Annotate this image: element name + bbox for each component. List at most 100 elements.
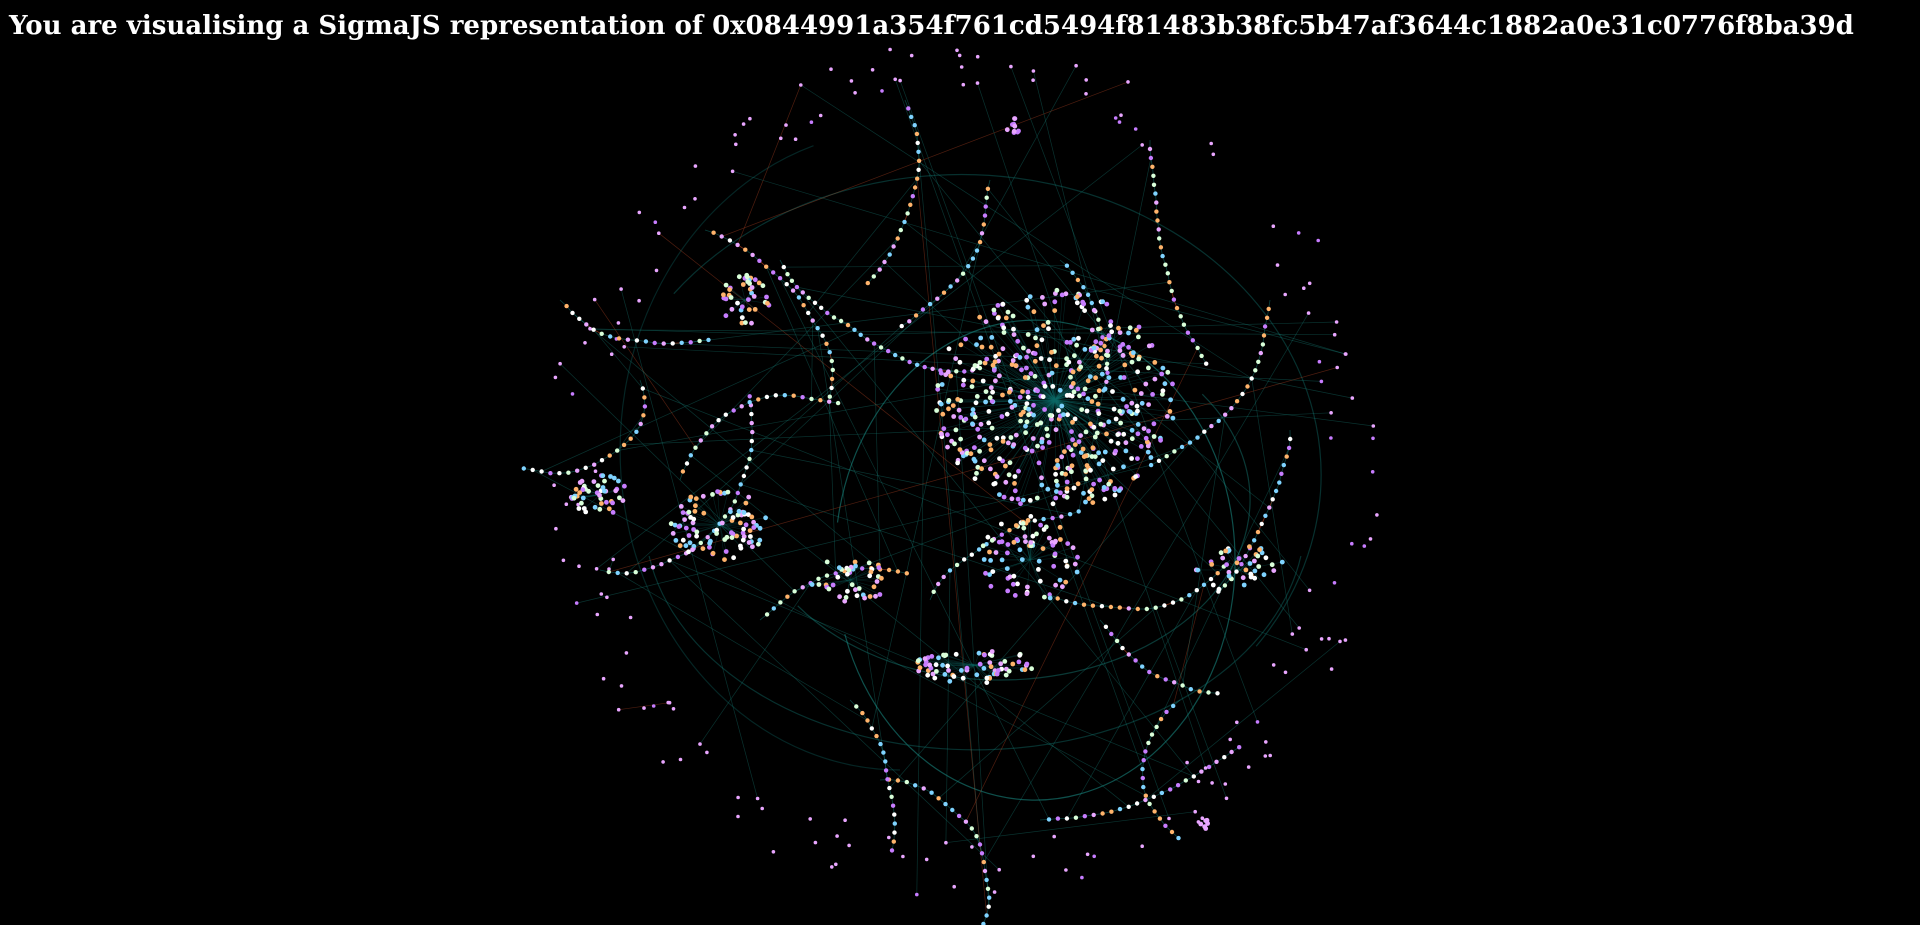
graph-node[interactable] [1375, 513, 1379, 517]
graph-node[interactable] [983, 570, 988, 576]
graph-node[interactable] [809, 582, 815, 587]
graph-node[interactable] [693, 197, 697, 201]
graph-node[interactable] [1109, 809, 1114, 814]
graph-node[interactable] [757, 537, 763, 543]
graph-node[interactable] [673, 538, 679, 543]
graph-node[interactable] [1005, 309, 1011, 315]
graph-node[interactable] [886, 348, 891, 354]
graph-node[interactable] [921, 786, 926, 791]
graph-node[interactable] [1050, 384, 1056, 389]
graph-node[interactable] [962, 557, 967, 562]
graph-node[interactable] [987, 395, 993, 401]
graph-node[interactable] [1163, 677, 1168, 682]
graph-node[interactable] [730, 531, 736, 537]
graph-node[interactable] [946, 346, 952, 352]
graph-node[interactable] [1169, 288, 1174, 294]
graph-node[interactable] [945, 369, 951, 375]
graph-node[interactable] [1229, 406, 1234, 411]
graph-node[interactable] [979, 231, 985, 236]
graph-node[interactable] [1017, 652, 1023, 658]
graph-node[interactable] [836, 565, 842, 571]
graph-node[interactable] [1112, 486, 1118, 491]
graph-node[interactable] [723, 313, 729, 319]
graph-node[interactable] [1064, 339, 1070, 345]
graph-node[interactable] [1115, 432, 1121, 437]
graph-node[interactable] [947, 568, 953, 573]
graph-node[interactable] [1216, 418, 1221, 424]
graph-node[interactable] [1139, 400, 1145, 406]
graph-node[interactable] [677, 543, 683, 549]
graph-node[interactable] [1327, 636, 1331, 641]
graph-node[interactable] [1064, 486, 1070, 491]
graph-node[interactable] [624, 651, 629, 655]
graph-node[interactable] [1049, 416, 1054, 422]
graph-node[interactable] [688, 340, 693, 345]
graph-node[interactable] [1123, 448, 1129, 454]
graph-node[interactable] [1112, 492, 1118, 498]
graph-node[interactable] [738, 545, 744, 551]
graph-node[interactable] [1031, 412, 1036, 418]
graph-node[interactable] [749, 411, 754, 417]
graph-node[interactable] [1005, 542, 1011, 547]
graph-node[interactable] [1024, 365, 1029, 371]
graph-node[interactable] [704, 431, 709, 436]
graph-node[interactable] [597, 492, 602, 498]
graph-node[interactable] [1136, 356, 1142, 362]
graph-node[interactable] [902, 219, 907, 225]
graph-node[interactable] [680, 469, 686, 474]
graph-node[interactable] [686, 549, 691, 555]
graph-node[interactable] [968, 451, 974, 457]
graph-node[interactable] [1007, 460, 1013, 466]
graph-node[interactable] [729, 306, 735, 312]
graph-node[interactable] [981, 437, 987, 443]
graph-node[interactable] [922, 364, 927, 370]
graph-node[interactable] [995, 303, 1001, 308]
graph-node[interactable] [743, 500, 749, 506]
graph-node[interactable] [1081, 391, 1086, 397]
graph-node[interactable] [1040, 295, 1045, 300]
graph-node[interactable] [1140, 766, 1145, 772]
graph-node[interactable] [871, 274, 876, 279]
graph-node[interactable] [1050, 501, 1056, 507]
graph-node[interactable] [813, 840, 818, 845]
graph-node[interactable] [1118, 375, 1123, 380]
graph-node[interactable] [1079, 407, 1085, 412]
graph-node[interactable] [1046, 326, 1051, 332]
graph-node[interactable] [977, 448, 982, 454]
graph-node[interactable] [1206, 764, 1212, 770]
graph-node[interactable] [1013, 432, 1019, 438]
graph-node[interactable] [1069, 463, 1075, 469]
graph-node[interactable] [1135, 422, 1141, 427]
graph-node[interactable] [668, 521, 674, 527]
graph-node[interactable] [1152, 376, 1158, 382]
graph-node[interactable] [1045, 433, 1050, 439]
graph-node[interactable] [693, 445, 698, 450]
graph-node[interactable] [1121, 431, 1127, 437]
graph-node[interactable] [889, 794, 894, 799]
graph-node[interactable] [1168, 787, 1173, 792]
graph-node[interactable] [764, 394, 770, 400]
graph-node[interactable] [749, 514, 755, 520]
graph-node[interactable] [620, 498, 626, 503]
graph-node[interactable] [927, 301, 933, 307]
graph-node[interactable] [1163, 262, 1168, 267]
graph-node[interactable] [1141, 426, 1147, 431]
graph-node[interactable] [1096, 461, 1102, 467]
graph-node[interactable] [932, 675, 938, 681]
graph-node[interactable] [747, 394, 752, 399]
graph-node[interactable] [1159, 790, 1165, 796]
graph-node[interactable] [999, 414, 1005, 419]
graph-node[interactable] [1264, 740, 1268, 744]
graph-node[interactable] [824, 573, 830, 578]
graph-node[interactable] [1052, 551, 1058, 557]
graph-node[interactable] [1141, 784, 1146, 790]
graph-node[interactable] [856, 586, 862, 591]
graph-node[interactable] [901, 854, 905, 859]
graph-node[interactable] [1133, 127, 1138, 131]
graph-node[interactable] [912, 185, 918, 190]
graph-node[interactable] [1290, 632, 1295, 636]
graph-node[interactable] [752, 277, 758, 283]
graph-node[interactable] [988, 447, 994, 453]
graph-node[interactable] [1025, 584, 1030, 590]
graph-node[interactable] [722, 514, 728, 519]
